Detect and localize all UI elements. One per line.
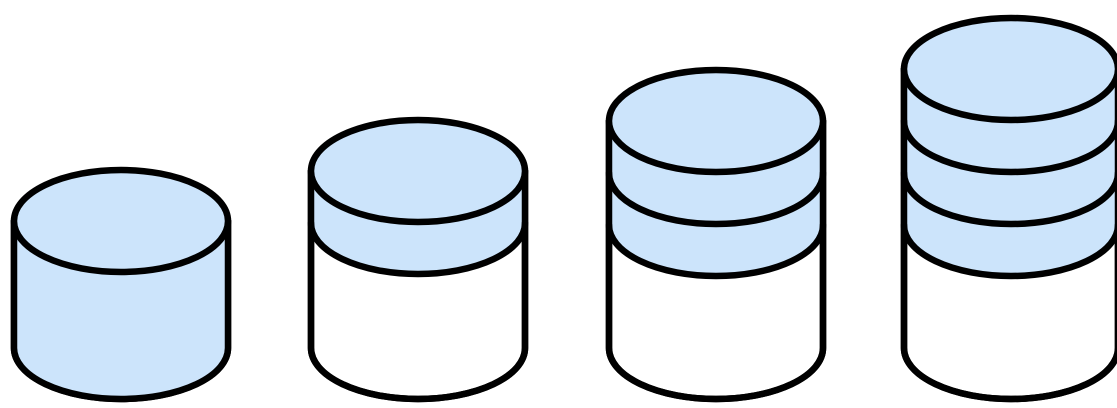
cylinder-2 xyxy=(307,116,529,403)
cylinder-top xyxy=(605,66,827,176)
cylinder-top xyxy=(900,14,1117,124)
layer-divider xyxy=(900,221,1117,280)
layer-divider xyxy=(900,117,1117,176)
layer-divider xyxy=(900,169,1117,228)
cylinder-outline xyxy=(605,117,827,403)
cylinder-top xyxy=(10,166,232,276)
cylinder-4 xyxy=(900,14,1117,403)
layer-divider xyxy=(307,219,529,278)
layer-divider xyxy=(605,169,827,228)
cylinder-outline xyxy=(10,217,232,403)
cylinder-outline xyxy=(307,167,529,403)
cylinder-top xyxy=(307,116,529,226)
cylinder-3 xyxy=(605,66,827,403)
cylinder-1 xyxy=(10,166,232,403)
cylinder-outline xyxy=(900,65,1117,403)
layer-divider xyxy=(605,221,827,280)
cylinders-group xyxy=(10,14,1117,403)
